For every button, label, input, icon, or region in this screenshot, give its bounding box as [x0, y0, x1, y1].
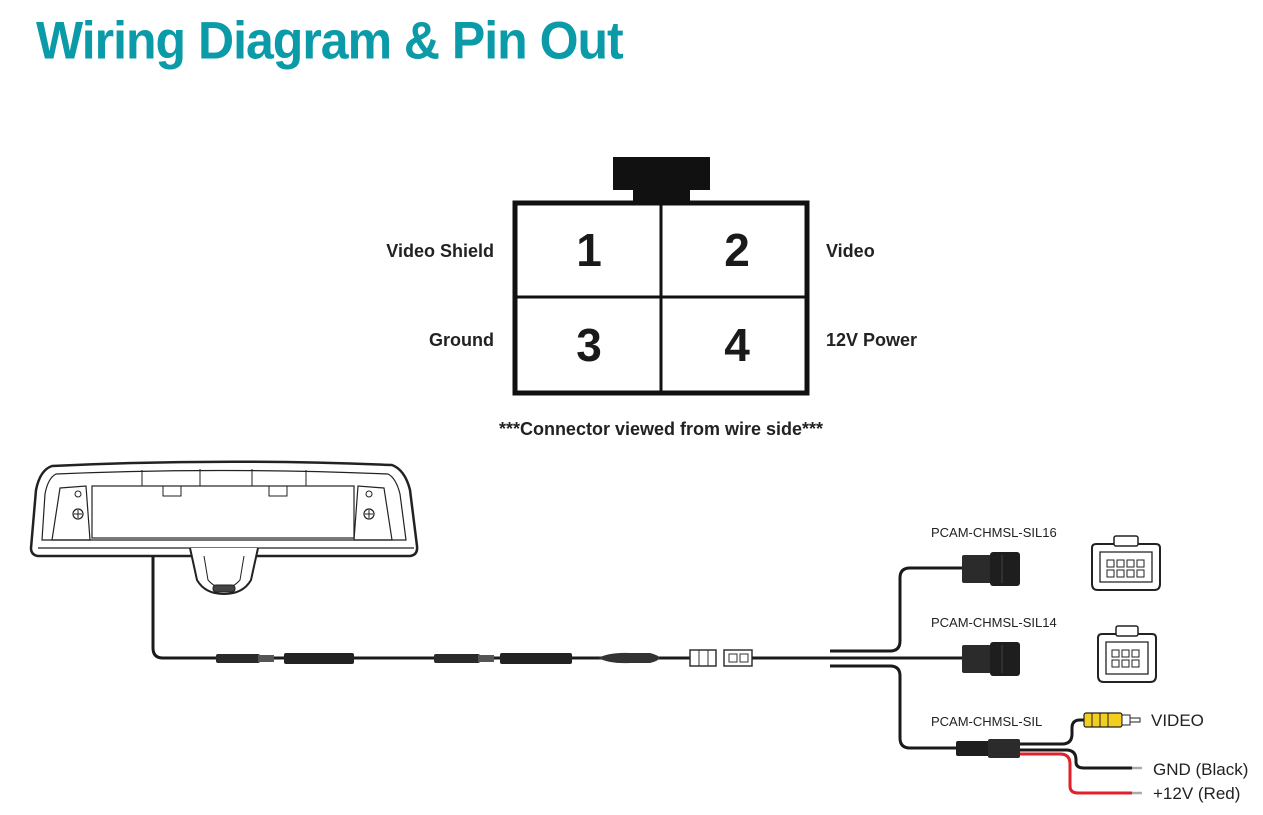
pin-3-label: Ground — [429, 330, 494, 350]
page-title: Wiring Diagram & Pin Out — [36, 11, 624, 70]
mating-connector-male — [689, 649, 717, 667]
part-label-sil14: PCAM-CHMSL-SIL14 — [931, 615, 1057, 630]
pin-1-number: 1 — [576, 224, 602, 276]
connector-sil16 — [962, 552, 1020, 586]
cable-sleeve — [598, 652, 660, 664]
pin-4-label: 12V Power — [826, 330, 917, 350]
sil-leads — [1020, 718, 1142, 795]
pin-2-number: 2 — [724, 224, 750, 276]
connector-sil14-face — [1097, 625, 1157, 683]
connector-latch-tab — [613, 157, 710, 190]
connector-sil-splitter — [956, 739, 1020, 758]
main-cable — [151, 556, 832, 667]
connector-latch-stem — [633, 185, 690, 203]
inline-connector-1 — [216, 654, 260, 663]
wire-label-ground: GND (Black) — [1153, 760, 1248, 779]
inline-connector-3 — [434, 654, 480, 663]
inline-connector-4 — [500, 653, 572, 664]
brake-light-housing — [29, 460, 419, 596]
pin-3-number: 3 — [576, 319, 602, 371]
pin-2-label: Video — [826, 241, 875, 261]
camera-lens — [212, 584, 236, 593]
connector-pinout: 1 2 3 4 Video Shield Video Ground 12V Po… — [386, 157, 917, 439]
part-label-sil16: PCAM-CHMSL-SIL16 — [931, 525, 1057, 540]
pin-1-label: Video Shield — [386, 241, 494, 261]
part-label-sil: PCAM-CHMSL-SIL — [931, 714, 1042, 729]
pin-4-number: 4 — [724, 319, 750, 371]
harness-branches — [830, 566, 962, 750]
rca-video-plug — [1083, 712, 1141, 728]
connector-note: ***Connector viewed from wire side*** — [499, 419, 823, 439]
wire-label-power: +12V (Red) — [1153, 784, 1240, 803]
inline-connector-2 — [284, 653, 354, 664]
connector-sil16-face — [1091, 535, 1161, 591]
wire-label-video: VIDEO — [1151, 711, 1204, 730]
connector-sil14 — [962, 642, 1020, 676]
